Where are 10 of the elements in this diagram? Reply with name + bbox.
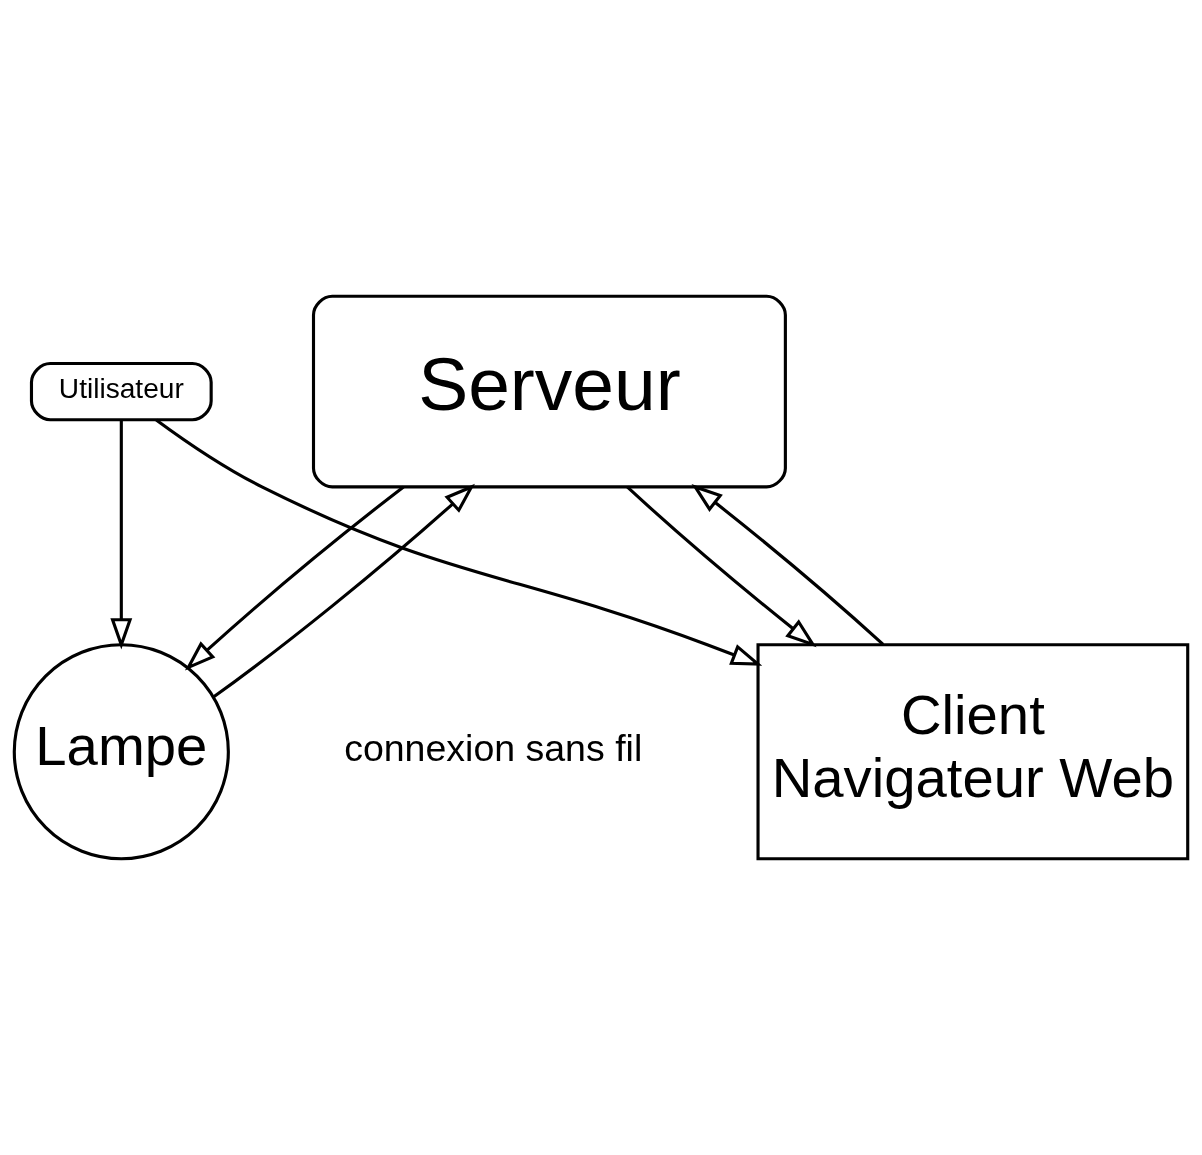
node-box: Client Navigateur Web bbox=[756, 643, 1190, 861]
arrow bbox=[691, 484, 885, 646]
arrow bbox=[626, 485, 817, 648]
arrow bbox=[184, 485, 405, 671]
node-box: Utilisateur bbox=[29, 361, 213, 422]
label: connexion sans fil bbox=[344, 727, 643, 770]
arrow bbox=[212, 483, 475, 699]
arrow bbox=[155, 418, 763, 666]
arrow bbox=[110, 419, 133, 650]
node-box: Serveur bbox=[311, 294, 787, 489]
